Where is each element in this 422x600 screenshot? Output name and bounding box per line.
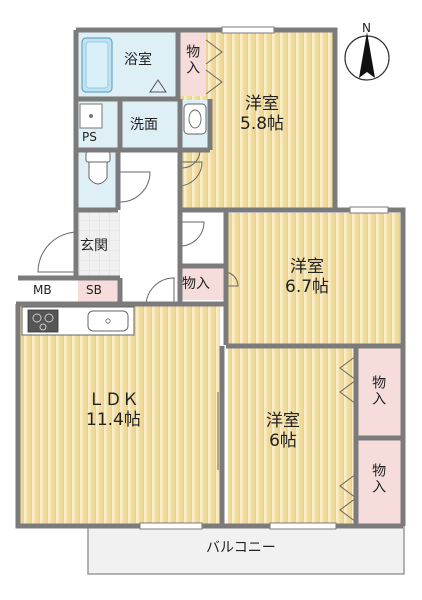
room-western-2-size: 6.7帖	[285, 276, 330, 297]
room-western-3-label: 洋室 6帖	[266, 411, 300, 451]
floor-sb	[78, 280, 120, 302]
floor-mb	[18, 280, 76, 302]
floor-closet-right-2	[358, 440, 401, 524]
room-western-1-label: 洋室 5.8帖	[240, 94, 285, 134]
room-sb-label: SB	[86, 283, 102, 297]
window-right	[349, 206, 389, 214]
door-swing-entrance	[37, 231, 79, 273]
room-western-1-name: 洋室	[245, 94, 280, 114]
room-western-2-label: 洋室 6.7帖	[285, 257, 330, 297]
toilet-icon	[88, 161, 108, 185]
room-closet-right-2-label: 物入	[370, 463, 387, 495]
room-closet-right-1-label: 物入	[370, 375, 387, 407]
room-western-1-size: 5.8帖	[240, 113, 285, 134]
floor-closet-right-1	[358, 348, 401, 436]
wall-western-2-3	[219, 343, 403, 526]
wall-hall	[177, 99, 335, 266]
room-ldk-size: 11.4帖	[86, 409, 141, 430]
north-compass-icon	[344, 32, 390, 81]
room-ldk-label: ＬＤＫ 11.4帖	[86, 390, 141, 430]
room-ldk-name: ＬＤＫ	[87, 390, 139, 410]
window-western-3	[269, 522, 337, 530]
toilet-tank-icon	[85, 151, 111, 163]
drain-icon	[149, 79, 167, 93]
floor-entrance	[78, 212, 120, 278]
compass-north-label: N	[362, 21, 371, 35]
sink-icon	[87, 310, 129, 332]
wall-closet-mid	[177, 210, 229, 345]
door-swing-ldk	[145, 277, 175, 307]
room-closet-mid-label: 物入	[182, 276, 210, 292]
room-mb-label: MB	[33, 283, 52, 297]
room-washroom-label: 洗面	[130, 117, 158, 133]
room-closet-top-label: 物入	[184, 44, 201, 76]
wall-bath	[76, 30, 213, 153]
floor-western-3	[228, 348, 356, 524]
room-western-2-name: 洋室	[290, 257, 325, 277]
window-ldk	[139, 522, 203, 530]
door-swing-western-2	[179, 221, 205, 247]
balcony-label: バルコニー	[206, 540, 276, 556]
door-swing-closet-top	[205, 39, 223, 95]
wall-toilet	[76, 150, 121, 213]
door-swing-western-1	[179, 161, 203, 187]
floor-closet-mid	[180, 268, 224, 300]
room-ps-label: PS	[82, 130, 97, 144]
stove-icon	[27, 309, 59, 333]
washbasin-icon	[183, 103, 207, 135]
floor-closet-top	[180, 32, 206, 96]
floor-ldk	[20, 306, 220, 524]
room-western-3-name: 洋室	[266, 411, 300, 431]
balcony-area	[87, 525, 405, 575]
room-entrance-label: 玄関	[80, 238, 108, 254]
door-swing-toilet	[119, 171, 151, 203]
wall-outline-top	[76, 27, 338, 210]
room-western-3-size: 6帖	[269, 430, 297, 451]
floor-western-2	[228, 213, 401, 345]
room-bathroom-label: 浴室	[124, 52, 152, 68]
window-top	[221, 26, 275, 34]
